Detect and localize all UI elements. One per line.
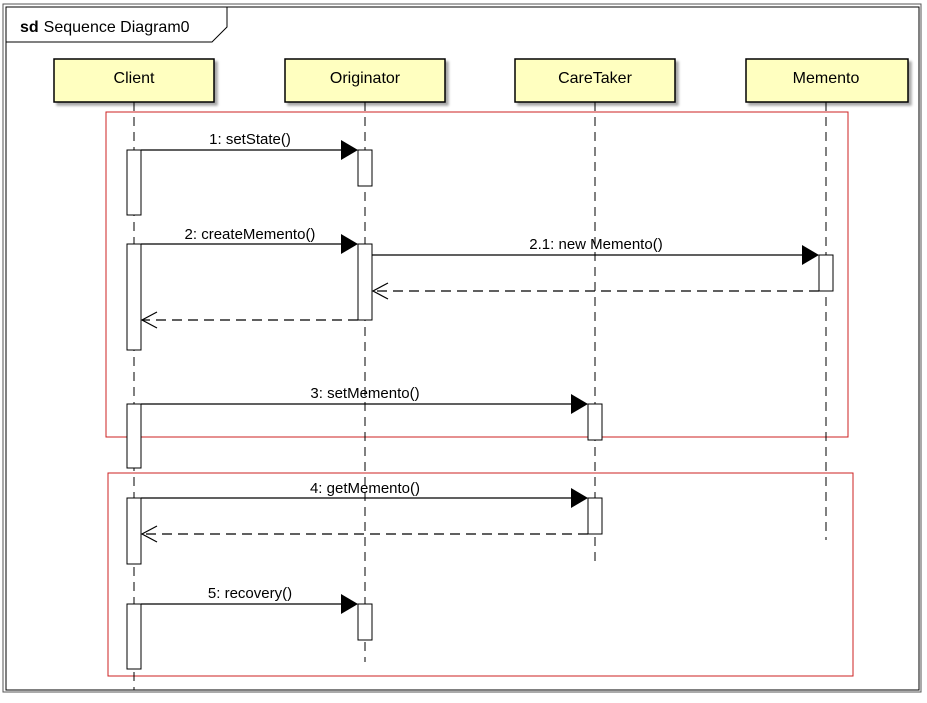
activation-memento-1 [818, 254, 834, 292]
open-arrowhead [140, 525, 158, 543]
sync-arrowhead [571, 394, 588, 414]
sync-arrowhead [341, 594, 358, 614]
message-creatememento[interactable]: 2: createMemento() [141, 226, 358, 254]
open-arrowhead [371, 282, 389, 300]
lifeline-client[interactable]: Client [53, 58, 215, 103]
lifeline-caretaker-head [514, 58, 676, 103]
sync-arrowhead [571, 488, 588, 508]
lifeline-client-name: Client [114, 70, 155, 87]
lifeline-memento-name: Memento [793, 70, 860, 87]
lifeline-caretaker-name: CareTaker [558, 70, 632, 87]
return-creatememento[interactable] [140, 311, 358, 329]
open-arrowhead [140, 311, 158, 329]
message-new-memento-label: 2.1: new Memento() [529, 236, 662, 253]
outer-border [2, 3, 922, 693]
message-getmemento-label: 4: getMemento() [310, 480, 420, 497]
frame-title-tab [6, 7, 228, 43]
highlight-box-restore [107, 472, 854, 677]
return-getmemento[interactable] [140, 525, 588, 543]
activation-client-3 [126, 403, 142, 469]
lifeline-originator-head [284, 58, 446, 103]
diagram-frame [5, 6, 920, 691]
message-setstate-label: 1: setState() [209, 131, 291, 148]
activation-originator-2 [357, 243, 373, 321]
activation-caretaker-1 [587, 403, 603, 441]
activation-originator-3 [357, 603, 373, 641]
highlight-box-save [105, 111, 849, 438]
message-recovery[interactable]: 5: recovery() [141, 585, 358, 614]
message-setmemento[interactable]: 3: setMemento() [141, 385, 588, 414]
frame-name: Sequence Diagram0 [44, 19, 190, 36]
return-new-memento[interactable] [371, 282, 819, 300]
sync-arrowhead [802, 245, 819, 265]
lifeline-originator-name: Originator [330, 70, 401, 87]
lifeline-memento-head [745, 58, 909, 103]
lifeline-memento[interactable]: Memento [745, 58, 909, 103]
activation-client-2 [126, 243, 142, 351]
activation-caretaker-2 [587, 497, 603, 535]
activation-client-4 [126, 497, 142, 565]
sync-arrowhead [341, 234, 358, 254]
lifeline-originator[interactable]: Originator [284, 58, 446, 103]
activation-client-1 [126, 149, 142, 216]
message-creatememento-label: 2: createMemento() [185, 226, 316, 243]
message-new-memento[interactable]: 2.1: new Memento() [372, 236, 819, 265]
frame-title: sd Sequence Diagram0 [20, 19, 190, 36]
message-recovery-label: 5: recovery() [208, 585, 292, 602]
activation-client-5 [126, 603, 142, 670]
frame-keyword: sd [20, 19, 39, 36]
message-getmemento[interactable]: 4: getMemento() [141, 480, 588, 508]
lifeline-caretaker[interactable]: CareTaker [514, 58, 676, 103]
message-setmemento-label: 3: setMemento() [310, 385, 419, 402]
sync-arrowhead [341, 140, 358, 160]
lifeline-client-head [53, 58, 215, 103]
message-setstate[interactable]: 1: setState() [141, 131, 358, 160]
activation-originator-1 [357, 149, 373, 187]
